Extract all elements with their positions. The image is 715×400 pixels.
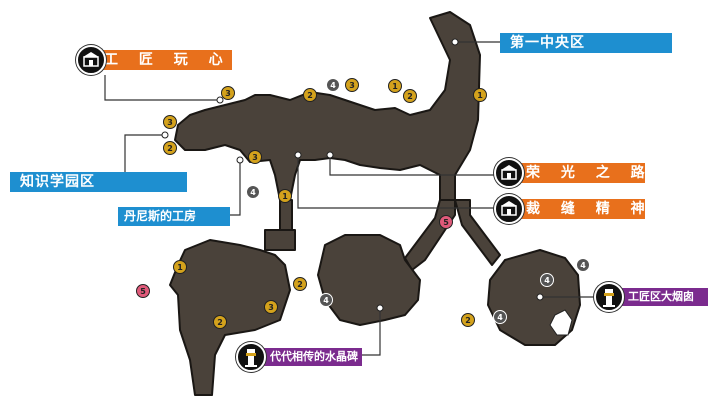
svg-text:2: 2: [307, 91, 313, 100]
svg-text:4: 4: [544, 276, 550, 285]
marker-1: 1: [173, 260, 187, 274]
svg-text:3: 3: [268, 303, 274, 312]
leader-lines: [104, 41, 600, 356]
marker-3: 3: [163, 115, 177, 129]
marker-2: 2: [403, 89, 417, 103]
marker-2: 2: [163, 141, 177, 155]
svg-text:1: 1: [177, 263, 183, 272]
marker-4: 4: [246, 185, 260, 199]
shop-icon: [494, 158, 524, 188]
label-danis-workshop[interactable]: 丹尼斯的工房: [118, 207, 230, 226]
stop-dots: [161, 38, 544, 312]
svg-text:1: 1: [282, 192, 288, 201]
svg-text:2: 2: [297, 280, 303, 289]
tower-icon: [236, 342, 266, 372]
shop-icon: [494, 194, 524, 224]
marker-3: 3: [221, 86, 235, 100]
marker-2: 2: [303, 88, 317, 102]
svg-text:2: 2: [217, 318, 223, 327]
svg-text:3: 3: [349, 81, 355, 90]
marker-3: 3: [248, 150, 262, 164]
label-crystal-monument[interactable]: 代代相传的水晶碑: [262, 348, 362, 366]
marker-1: 1: [278, 189, 292, 203]
label-craft-chimney[interactable]: 工匠区大烟囱: [620, 288, 708, 306]
svg-text:4: 4: [323, 296, 329, 305]
marker-4: 4: [540, 273, 554, 287]
svg-text:4: 4: [330, 81, 336, 90]
label-craft-fun[interactable]: 工 匠 玩 心: [90, 50, 232, 70]
marker-5: 5: [136, 284, 150, 298]
marker-1: 1: [388, 79, 402, 93]
marker-3: 3: [264, 300, 278, 314]
svg-text:5: 5: [443, 218, 449, 227]
crystal-shape: [549, 309, 573, 336]
svg-text:5: 5: [140, 287, 146, 296]
svg-text:2: 2: [465, 316, 471, 325]
label-tailor-spirit[interactable]: 裁 缝 精 神: [512, 199, 645, 219]
svg-text:4: 4: [497, 313, 503, 322]
shop-icon: [76, 45, 106, 75]
label-glory-road[interactable]: 荣 光 之 路: [512, 163, 645, 183]
label-knowledge-campus[interactable]: 知识学园区: [10, 172, 187, 192]
marker-3: 3: [345, 78, 359, 92]
marker-2: 2: [293, 277, 307, 291]
svg-text:1: 1: [477, 91, 483, 100]
tower-icon: [594, 282, 624, 312]
label-first-central[interactable]: 第一中央区: [500, 33, 672, 53]
svg-text:3: 3: [225, 89, 231, 98]
marker-2: 2: [461, 313, 475, 327]
svg-text:3: 3: [252, 153, 258, 162]
svg-text:4: 4: [250, 188, 256, 197]
svg-text:2: 2: [167, 144, 173, 153]
marker-5: 5: [439, 215, 453, 229]
svg-text:2: 2: [407, 92, 413, 101]
svg-text:3: 3: [167, 118, 173, 127]
marker-4: 4: [319, 293, 333, 307]
marker-4: 4: [326, 78, 340, 92]
marker-4: 4: [576, 258, 590, 272]
numbered-markers: 3 2 4 3 1 2 1 3 2 3 4 1 5 1 5 2 4 3 2 4 …: [136, 78, 590, 329]
marker-4: 4: [493, 310, 507, 324]
marker-2: 2: [213, 315, 227, 329]
svg-text:1: 1: [392, 82, 398, 91]
svg-text:4: 4: [580, 261, 586, 270]
marker-1: 1: [473, 88, 487, 102]
